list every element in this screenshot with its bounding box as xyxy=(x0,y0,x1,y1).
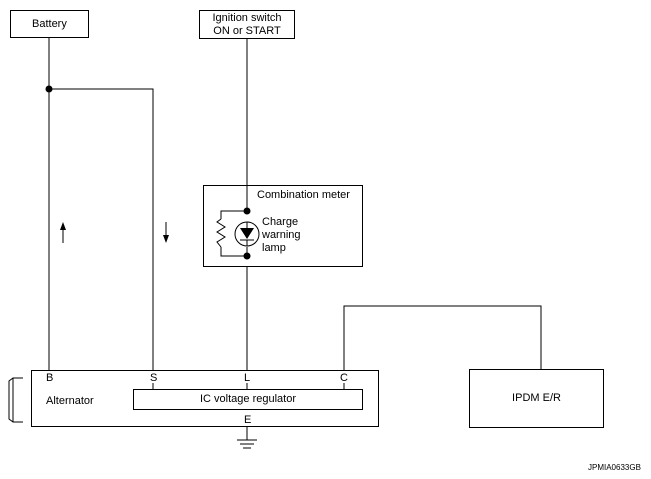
battery-junction-dot xyxy=(45,85,53,93)
ic-voltage-regulator-box: IC voltage regulator xyxy=(133,389,363,410)
resistor-symbol xyxy=(216,218,226,248)
charge-warning-lamp-label-1: Charge xyxy=(262,216,299,228)
alternator-box: B S L C E Alternator xyxy=(31,370,379,427)
c-ipdm-wire xyxy=(343,305,542,371)
pulley-outline xyxy=(12,377,23,423)
ipdm-er-label: IPDM E/R xyxy=(512,392,561,404)
combination-meter-title: Combination meter xyxy=(257,189,350,201)
resistor-bottom-lead xyxy=(220,247,247,257)
battery-label: Battery xyxy=(32,18,67,30)
ignition-switch-box: Ignition switch ON or START xyxy=(199,10,295,39)
terminal-l: L xyxy=(244,372,251,384)
ignition-switch-line1: Ignition switch xyxy=(212,12,282,24)
up-arrow-icon xyxy=(60,222,66,230)
down-arrow-icon xyxy=(163,235,169,243)
terminal-b: B xyxy=(46,372,54,384)
terminal-c: C xyxy=(340,372,348,384)
battery-s-wire xyxy=(49,88,154,371)
pulley-groove xyxy=(8,377,14,423)
ignition-switch-line2: ON or START xyxy=(213,25,281,37)
ic-voltage-regulator-label: IC voltage regulator xyxy=(200,393,296,405)
combination-meter-box: Combination meter Charge warning lamp xyxy=(203,185,363,267)
charge-warning-lamp-label-3: lamp xyxy=(262,242,286,254)
terminal-s: S xyxy=(150,372,158,384)
charge-warning-lamp-label-2: warning xyxy=(262,229,301,241)
terminal-e: E xyxy=(244,414,252,426)
resistor-top-lead xyxy=(220,210,247,219)
meter-junction-top-dot xyxy=(243,207,251,215)
figure-id: JPMIA0633GB xyxy=(588,463,641,472)
alternator-label: Alternator xyxy=(46,395,94,407)
meter-junction-bottom-dot xyxy=(243,252,251,260)
diode-triangle xyxy=(240,228,254,239)
ipdm-er-box: IPDM E/R xyxy=(469,369,604,428)
battery-box: Battery xyxy=(10,10,89,38)
